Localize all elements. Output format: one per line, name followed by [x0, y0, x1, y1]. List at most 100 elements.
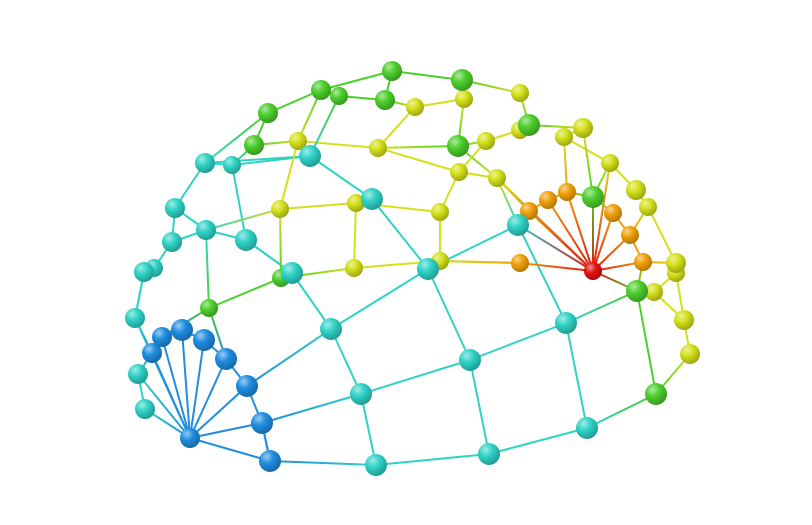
mesh-node [382, 61, 402, 81]
mesh-edge [547, 199, 594, 272]
mesh-node [488, 169, 506, 187]
mesh-node [134, 262, 154, 282]
mesh-node [281, 262, 303, 284]
mesh-node [162, 232, 182, 252]
mesh-edge [189, 339, 205, 439]
mesh-node [223, 156, 241, 174]
mesh-node [299, 145, 321, 167]
mesh-edge [309, 95, 340, 157]
mesh-edge [137, 373, 191, 439]
mesh-edge [353, 202, 357, 269]
mesh-edge [371, 198, 429, 270]
mesh-node [601, 154, 619, 172]
mesh-node [365, 454, 387, 476]
mesh-edge [496, 177, 594, 272]
mesh-edge [279, 208, 282, 279]
mesh-edge [377, 147, 460, 173]
mesh-edge [360, 393, 377, 466]
mesh-node [347, 194, 365, 212]
mesh-node [236, 375, 258, 397]
mesh-node [666, 253, 686, 273]
mesh-edge [469, 322, 567, 361]
mesh-edge [261, 393, 362, 424]
mesh-node [330, 87, 348, 105]
mesh-node [477, 132, 495, 150]
mesh-node [447, 135, 469, 157]
mesh-node [271, 200, 289, 218]
mesh-node [135, 399, 155, 419]
mesh-node [626, 280, 648, 302]
mesh-node [478, 443, 500, 465]
mesh-edge [246, 328, 332, 387]
mesh-node [621, 226, 639, 244]
mesh-node [518, 114, 540, 136]
mesh-edge [279, 140, 299, 210]
mesh-node [259, 450, 281, 472]
mesh-node [645, 283, 663, 301]
mesh-edge [566, 191, 594, 272]
mesh-edge [297, 140, 379, 149]
mesh-edge [320, 70, 393, 91]
mesh-node [582, 186, 604, 208]
mesh-node [455, 90, 473, 108]
mesh-node [634, 253, 652, 271]
mesh-node [451, 69, 473, 91]
mesh-edge [330, 328, 362, 395]
mesh-node [142, 343, 162, 363]
mesh-node [558, 183, 576, 201]
mesh-node [674, 310, 694, 330]
mesh-node [406, 98, 424, 116]
mesh-node [555, 128, 573, 146]
mesh-node [680, 344, 700, 364]
mesh-node [375, 90, 395, 110]
mesh-edge [592, 212, 614, 272]
red-hub [584, 262, 602, 280]
mesh-edge [231, 164, 247, 241]
mesh-edge [439, 260, 521, 264]
mesh-node [520, 202, 538, 220]
mesh-edge [582, 127, 594, 198]
mesh-edge [269, 460, 377, 466]
mesh-node [128, 364, 148, 384]
mesh-node [459, 349, 481, 371]
mesh-edge [586, 393, 657, 429]
mesh-node [200, 299, 218, 317]
mesh-node [152, 327, 172, 347]
mesh-node [539, 191, 557, 209]
mesh-edges [134, 70, 691, 466]
mesh-node [320, 318, 342, 340]
mesh-edge [181, 329, 191, 439]
mesh-edge [377, 145, 459, 149]
mesh-edge [189, 385, 248, 439]
mesh-node [215, 348, 237, 370]
mesh-edge [519, 262, 594, 272]
mesh-node [431, 203, 449, 221]
mesh-node [511, 84, 529, 102]
blue-hub [180, 428, 200, 448]
mesh-edge [391, 70, 463, 81]
mesh-edge [205, 208, 281, 231]
mesh-node [555, 312, 577, 334]
mesh-edge [330, 268, 429, 330]
mesh-node [450, 163, 468, 181]
mesh-edge [563, 136, 568, 193]
mesh-edge [469, 359, 490, 455]
mesh-node [604, 204, 622, 222]
mesh-edge [565, 290, 638, 324]
mesh-edge [592, 162, 611, 272]
mesh-edge [208, 277, 282, 309]
mesh-node [345, 259, 363, 277]
mesh-edge [647, 206, 677, 264]
mesh-edge [204, 155, 311, 164]
mesh-edge [517, 224, 567, 324]
mesh-edge [427, 268, 471, 361]
mesh-node [361, 188, 383, 210]
mesh-nodes [125, 61, 700, 476]
mesh-edge [189, 422, 263, 439]
mesh-node [645, 383, 667, 405]
mesh-edge [189, 437, 271, 462]
mesh-edge [279, 202, 357, 210]
mesh-edge [204, 112, 269, 164]
